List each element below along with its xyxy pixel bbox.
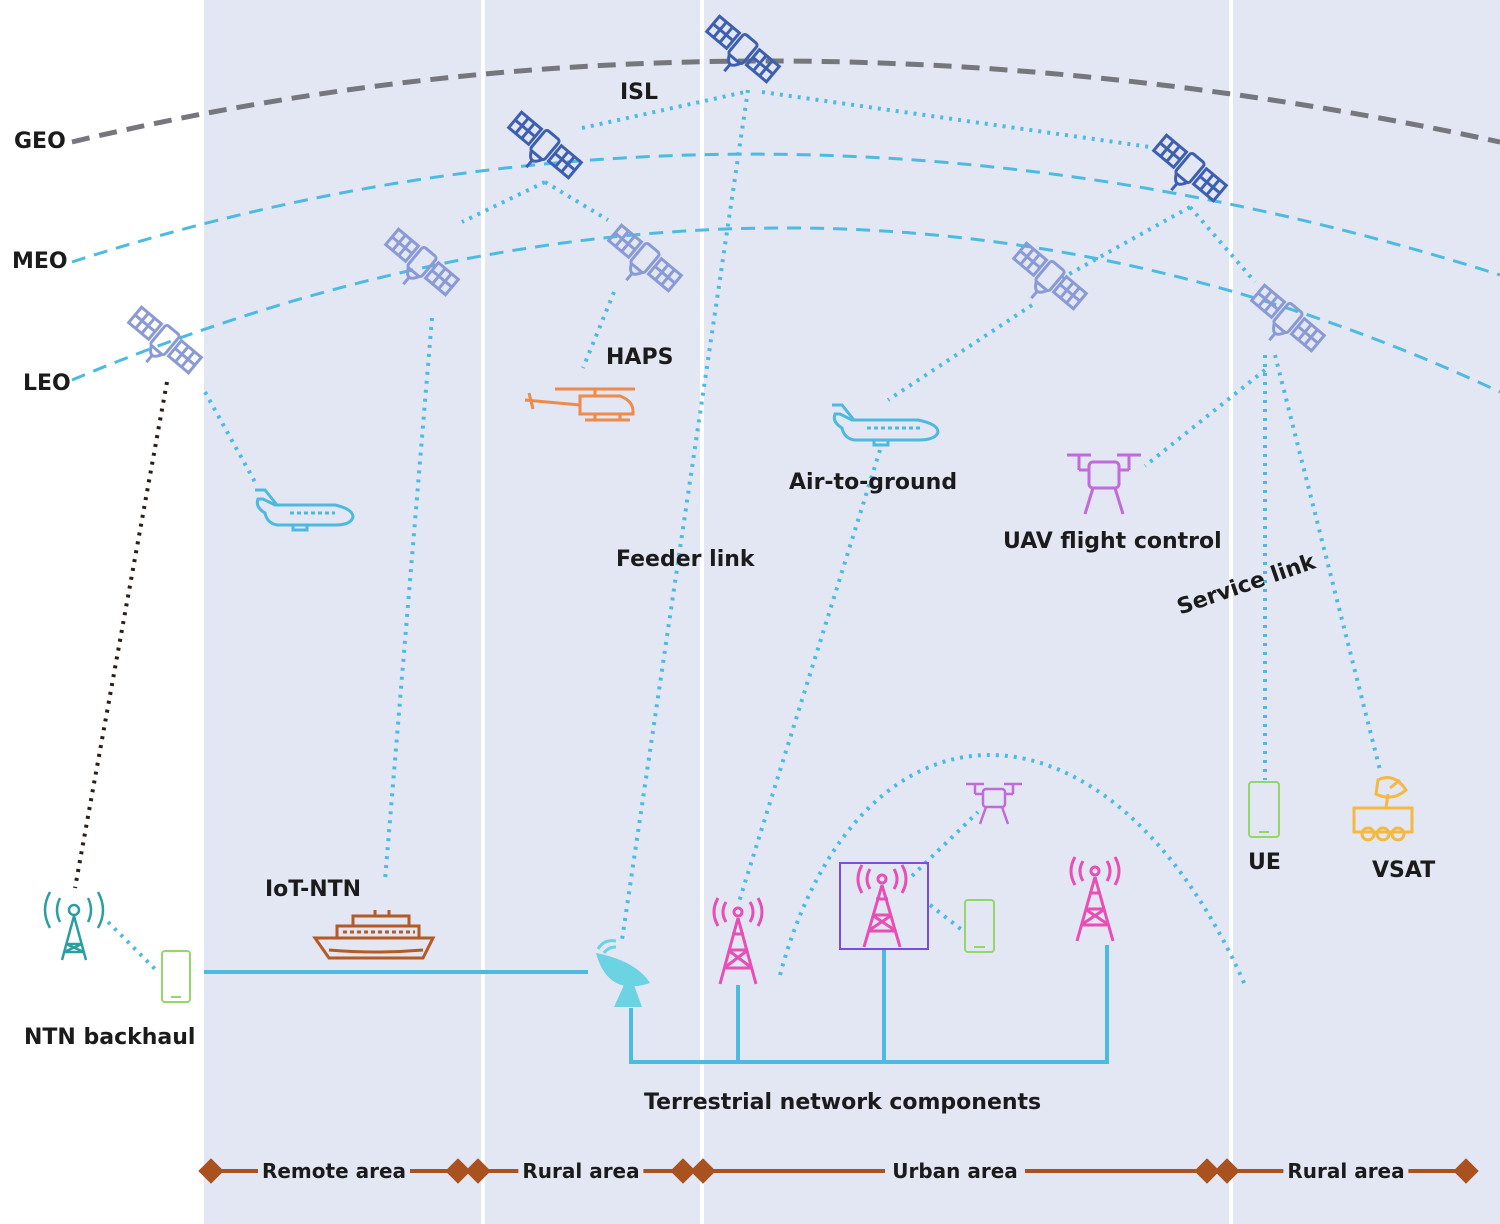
backhaul-tower-icon — [43, 891, 105, 961]
area-bar — [198, 1158, 1479, 1184]
area-label-remote: Remote area — [257, 1159, 411, 1183]
drone-icon — [966, 782, 1022, 825]
satellite-dish-icon — [596, 939, 650, 1007]
haps-label: HAPS — [606, 345, 674, 370]
helicopter-icon — [524, 387, 635, 422]
meo-orbit — [71, 152, 1500, 277]
coverage-band — [204, 0, 1500, 1224]
ntn-backhaul-label: NTN backhaul — [24, 1025, 196, 1050]
meo-satellite-icon — [506, 110, 584, 180]
radio-links — [106, 89, 1382, 986]
uav-flight-control-label: UAV flight control — [1003, 529, 1222, 554]
leo-satellite-icon — [1249, 283, 1327, 353]
meo-satellite-icon — [1151, 133, 1229, 203]
terrestrial-network-label: Terrestrial network components — [644, 1090, 1042, 1115]
area-label-urban: Urban area — [888, 1159, 1022, 1183]
isl-label: ISL — [620, 80, 659, 105]
wired-links — [204, 945, 1109, 1064]
drone-icon — [1067, 453, 1141, 515]
leo-satellite-icon — [383, 227, 461, 297]
geo-orbit-label: GEO — [14, 129, 66, 154]
vsat-terminal-icon — [1352, 776, 1414, 842]
small-cell-frame — [839, 862, 929, 950]
leo-satellite-icon — [126, 305, 204, 375]
ship-icon — [312, 910, 436, 960]
phone-icon — [161, 950, 191, 1003]
area-label-rural: Rural area — [518, 1159, 644, 1183]
leo-satellite-icon — [606, 223, 684, 293]
ue-label: UE — [1248, 850, 1281, 875]
geo-orbit — [71, 58, 1500, 145]
phone-icon — [964, 899, 995, 953]
geo-satellite-icon — [704, 14, 782, 84]
iot-ntn-label: IoT-NTN — [265, 877, 362, 902]
air-to-ground-label: Air-to-ground — [789, 470, 958, 495]
leo-orbit-label: LEO — [23, 371, 71, 396]
leo-orbit — [71, 226, 1500, 394]
cell-tower-icon — [1069, 856, 1121, 942]
airplane-icon — [832, 403, 940, 447]
cell-tower-icon — [712, 897, 764, 985]
vsat-label: VSAT — [1372, 858, 1436, 883]
cell-tower-icon — [856, 864, 908, 948]
phone-icon — [1248, 781, 1280, 838]
meo-orbit-label: MEO — [12, 249, 68, 274]
airplane-icon — [255, 488, 355, 532]
feeder-link-label: Feeder link — [616, 547, 755, 572]
area-label-rural-2: Rural area — [1283, 1159, 1409, 1183]
leo-satellite-icon — [1011, 241, 1089, 311]
